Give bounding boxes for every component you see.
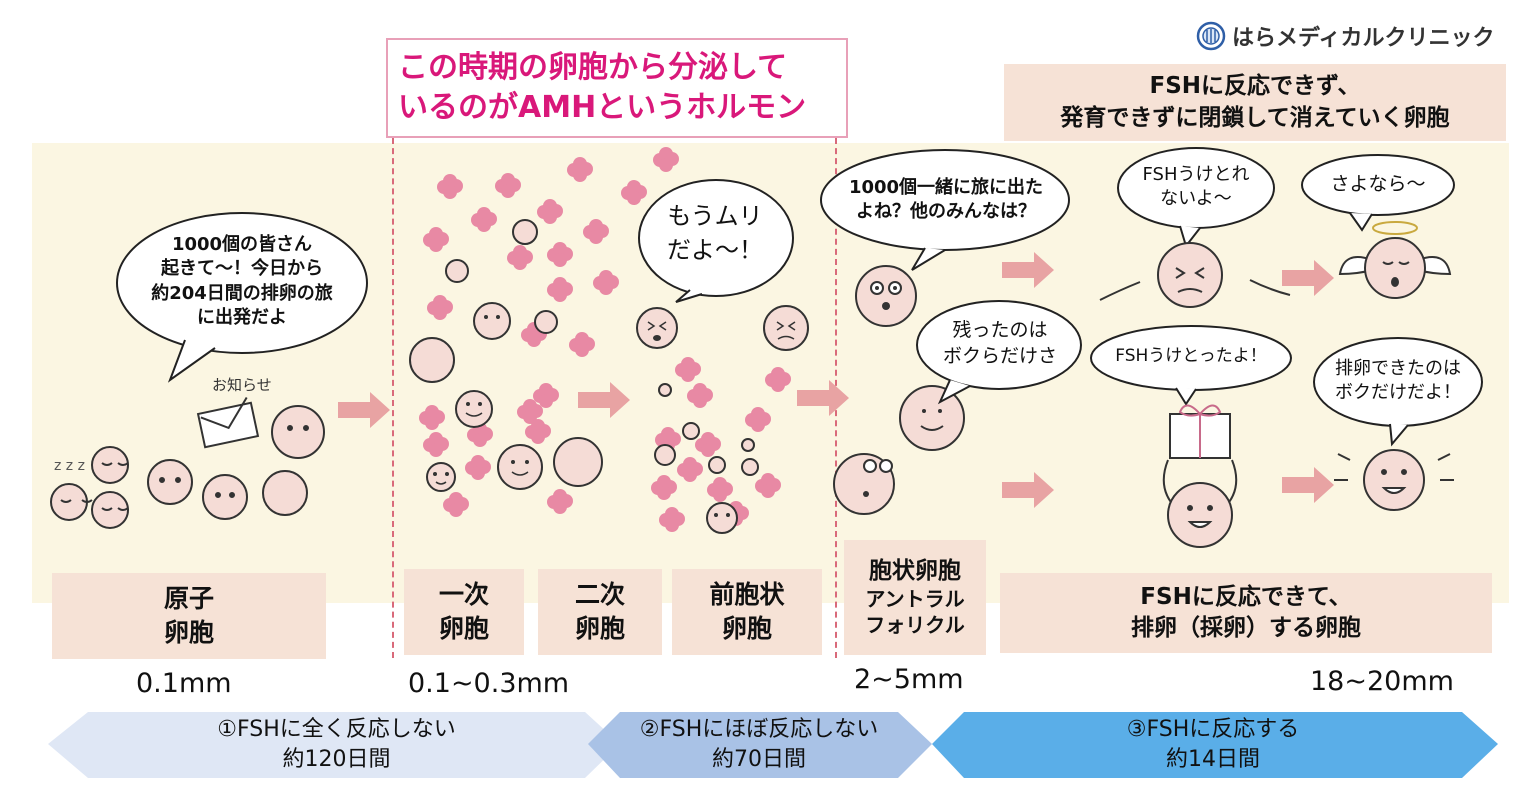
speech-bubble-travel — [820, 149, 1070, 271]
amh-callout-line2: いるのがAMHというホルモン — [398, 90, 807, 125]
phase-chevron-1 — [48, 712, 620, 778]
stage-label-secondary: 二次 卵胞 — [538, 569, 662, 655]
stage-label-primary: 一次 卵胞 — [404, 569, 524, 655]
phase-2-line2: 約70日間 — [712, 747, 806, 772]
ovulated-cell-happy — [1334, 449, 1454, 511]
phase-chevron-3 — [932, 712, 1498, 778]
stage-label-ovulation: FSHに反応できて、 排卵（採卵）する卵胞 — [1000, 573, 1492, 653]
stage-label-ovulation-line2: 排卵（採卵）する卵胞 — [1131, 615, 1361, 641]
ovulating-cell-with-gift — [1162, 404, 1238, 548]
bubble-received-text: FSHうけとったよ！ — [1115, 346, 1267, 366]
atresia-header: FSHに反応できず、 発育できずに閉鎖して消えていく卵胞 — [1004, 64, 1506, 141]
clinic-brand: はらメディカルクリニック — [1196, 20, 1494, 52]
stage-label-primary-line1: 一次 — [438, 580, 489, 610]
dashed-divider-left — [392, 138, 394, 658]
size-primary: 0.1~0.3mm — [408, 668, 570, 699]
bubble-primordial-line4: に出発だよ — [197, 306, 287, 328]
bubble-travel-line2: よね？他のみんなは？ — [856, 201, 1036, 223]
speech-bubble-remaining — [916, 300, 1082, 405]
stage-label-preantral-line1: 前胞状 — [709, 580, 785, 610]
bubble-mou-muri-line2: だよ〜！ — [667, 235, 763, 264]
atresia-cell-angel — [1338, 221, 1452, 299]
bubble-remaining-text: 残ったのは ボクらだけさ — [922, 318, 1078, 369]
notice-label: お知らせ — [212, 376, 272, 394]
phase-3-line2: 約14日間 — [1166, 747, 1260, 772]
atresia-header-line2: 発育できずに閉鎖して消えていく卵胞 — [1060, 104, 1450, 131]
amh-callout: この時期の卵胞から分泌して いるのがAMHというホルモン — [386, 38, 848, 138]
phase-2-text: ②FSHにほぼ反応しない 約70日間 — [620, 712, 898, 778]
phase-chevrons — [48, 712, 1498, 778]
bubble-cannot-receive-line1: FSHうけとれ — [1142, 164, 1250, 185]
antral-faces — [863, 281, 944, 497]
stage-label-antral-line2: アントラル — [865, 587, 965, 612]
speech-bubble-mou-muri — [638, 179, 794, 303]
sleeping-cells — [50, 446, 129, 529]
phase-1-line1: ①FSHに全く反応しない — [217, 717, 456, 743]
stage-label-primordial-line1: 原子 — [163, 584, 214, 614]
bubble-primordial-line1: 1000個の皆さん — [171, 234, 313, 255]
waking-cells — [147, 397, 325, 520]
bubble-cannot-receive-line2: ないよ〜 — [1160, 188, 1232, 210]
speech-bubble-goodbye — [1301, 154, 1455, 232]
bubble-travel-line1: 1000個一緒に旅に出た — [848, 177, 1044, 198]
clinic-name: はらメディカルクリニック — [1232, 26, 1495, 51]
bubble-primordial-line2: 起きて〜！今日から — [161, 258, 323, 280]
bubble-ovulated-text: 排卵できたのは ボクだけだよ！ — [1324, 357, 1472, 406]
stage-label-primary-line2: 卵胞 — [438, 614, 489, 643]
antral-cells — [833, 265, 965, 515]
amh-callout-line1: この時期の卵胞から分泌して — [398, 49, 788, 85]
stage-label-antral: 胞状卵胞 アントラル フォリクル — [844, 540, 986, 655]
speech-bubble-ovulated — [1313, 337, 1483, 447]
stage-label-secondary-line1: 二次 — [574, 580, 625, 610]
bubble-cannot-receive-text: FSHうけとれ ないよ〜 — [1124, 163, 1268, 212]
flow-arrows — [338, 252, 1334, 508]
size-antral: 2~5mm — [854, 664, 964, 695]
phase-2-line1: ②FSHにほぼ反応しない — [639, 717, 879, 743]
bubble-goodbye-text: さよなら〜 — [1330, 173, 1426, 195]
phase-chevron-2 — [588, 712, 932, 778]
bubble-travel-text: 1000個一緒に旅に出た よね？他のみんなは？ — [826, 176, 1066, 225]
bubble-remaining-line2: ボクらだけさ — [942, 344, 1057, 367]
developing-follicles — [409, 219, 809, 534]
svg-text:z z z: z z z — [54, 458, 85, 474]
stage-label-secondary-line2: 卵胞 — [574, 614, 625, 643]
stage-label-antral-line3: フォリクル — [865, 613, 965, 638]
bubble-mou-muri-text: もうムリ だよ〜！ — [650, 200, 780, 267]
phase-1-text: ①FSHに全く反応しない 約120日間 — [88, 712, 585, 778]
clinic-logo-icon — [1196, 21, 1226, 51]
bubble-primordial-line3: 約204日間の排卵の旅 — [151, 282, 333, 304]
atresia-cell-upset — [1099, 242, 1291, 308]
speech-bubble-primordial — [116, 212, 368, 383]
bubble-ovulated-line1: 排卵できたのは — [1335, 358, 1461, 379]
speech-bubble-cannot-receive — [1117, 147, 1275, 249]
phase-1-line2: 約120日間 — [282, 747, 391, 772]
atresia-header-line1: FSHに反応できず、 — [1149, 73, 1361, 100]
bubble-remaining-line1: 残ったのは — [952, 319, 1048, 341]
size-primordial: 0.1mm — [136, 668, 232, 699]
speech-bubble-received — [1090, 325, 1292, 406]
bubble-ovulated-line2: ボクだけだよ！ — [1335, 382, 1461, 404]
phase-3-text: ③FSHに反応する 約14日間 — [964, 712, 1462, 778]
stage-label-preantral: 前胞状 卵胞 — [672, 569, 822, 655]
stage-label-primordial-line2: 卵胞 — [163, 618, 214, 647]
phase-3-line1: ③FSHに反応する — [1126, 717, 1300, 743]
bubble-primordial-text: 1000個の皆さん 起きて〜！今日から 約204日間の排卵の旅 に出発だよ — [127, 233, 357, 330]
stage-label-ovulation-line1: FSHに反応できて、 — [1140, 583, 1352, 610]
stage-label-primordial: 原子 卵胞 — [52, 573, 326, 659]
size-preovulatory: 18~20mm — [1310, 666, 1454, 697]
follicle-faces — [433, 315, 796, 517]
stage-label-antral-line1: 胞状卵胞 — [869, 557, 961, 584]
stage-label-preantral-line2: 卵胞 — [721, 614, 772, 643]
bubble-mou-muri-line1: もうムリ — [667, 202, 763, 230]
